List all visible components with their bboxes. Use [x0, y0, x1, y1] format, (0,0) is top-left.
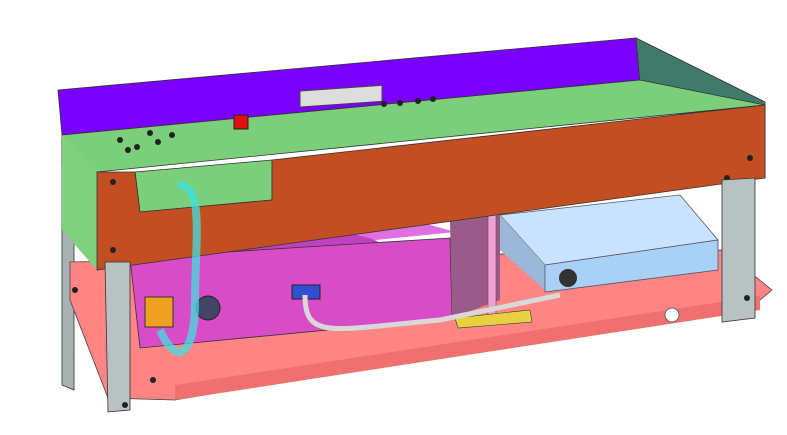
- round-connector: [195, 295, 221, 321]
- tray-front: [544, 239, 719, 293]
- enclosure-side: [450, 215, 500, 318]
- tray-fitting: [559, 269, 577, 287]
- cyan-tube: [156, 181, 201, 356]
- display-window: [299, 84, 383, 108]
- top-holes: [117, 96, 436, 153]
- front-right-post: [721, 177, 756, 323]
- base-hole: [664, 307, 680, 323]
- front-panel: [96, 104, 766, 271]
- emergency-button: [233, 114, 249, 130]
- vertical-bracket: [487, 209, 497, 321]
- tray: [500, 215, 545, 290]
- top-plate-front: [62, 135, 97, 270]
- base-plate-front-edge: [175, 296, 760, 400]
- panel-connector: [144, 296, 174, 328]
- front-left-post: [104, 261, 131, 413]
- post-screws: [72, 287, 750, 408]
- bracket-foot: [454, 309, 533, 329]
- air-tube: [302, 292, 561, 332]
